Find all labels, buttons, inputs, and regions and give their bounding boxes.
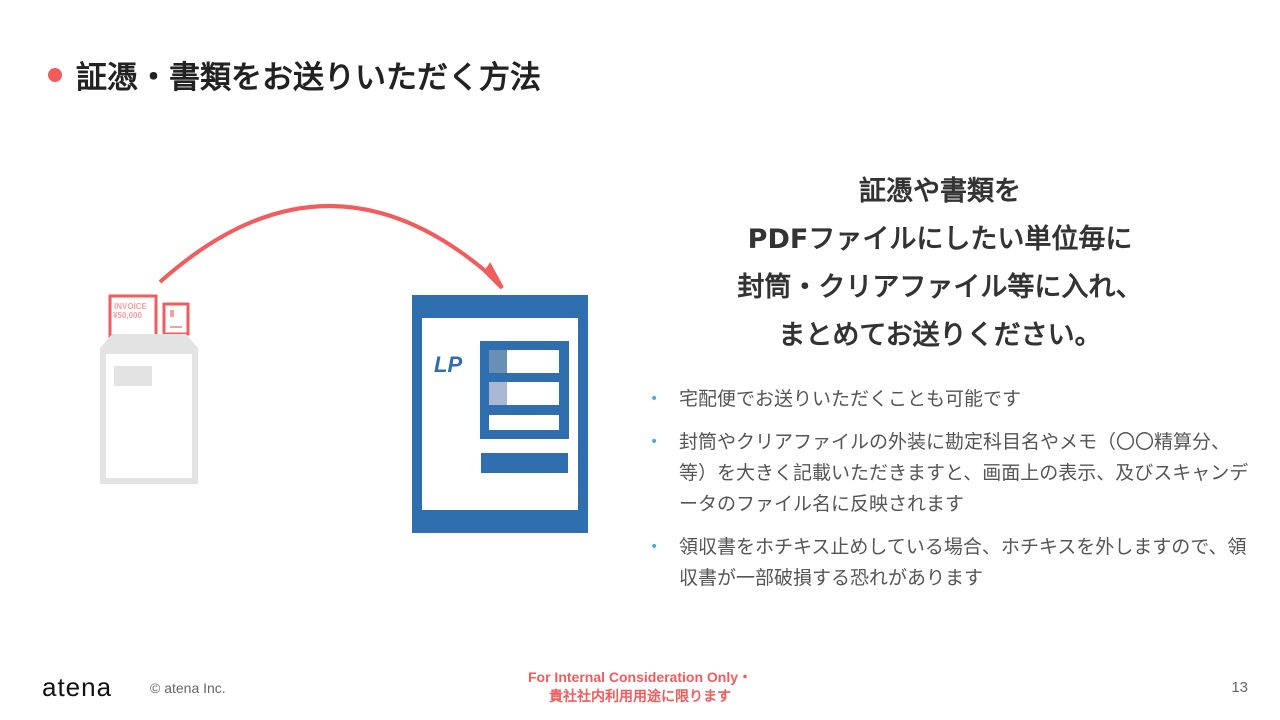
notice-line: For Internal Consideration Only・	[527, 669, 753, 685]
list-item: 宅配便でお送りいただくことも可能です	[650, 384, 1250, 415]
document-icon: LP	[412, 295, 588, 533]
headline-line: 封筒・クリアファイル等に入れ、	[737, 272, 1143, 303]
headline-line: 証憑や書類を	[859, 176, 1021, 207]
list-item: 領収書をホチキス止めしている場合、ホチキスを外しますので、領収書が一部破損する恐…	[650, 532, 1250, 594]
headline: 証憑や書類を PDFファイルにしたい単位毎に 封筒・クリアファイル等に入れ、 ま…	[650, 168, 1230, 360]
envelope-icon: INVOICE ¥50,000	[100, 294, 198, 484]
bullet-dot-icon	[48, 67, 62, 82]
headline-line: まとめてお送りください。	[778, 320, 1102, 351]
invoice-label: INVOICE	[114, 302, 148, 311]
page-number: 13	[1231, 679, 1248, 696]
confidential-notice: For Internal Consideration Only・ 貴社社内利用用…	[460, 668, 820, 706]
atena-logo: atena	[42, 672, 113, 702]
headline-line: PDFファイルにしたい単位毎に	[747, 224, 1133, 255]
invoice-amount: ¥50,000	[113, 311, 142, 320]
page-title: 証憑・書類をお送りいただく方法	[48, 52, 541, 97]
illustration: INVOICE ¥50,000 LP	[100, 204, 588, 533]
lp-logo: LP	[434, 352, 462, 377]
notice-line: 貴社社内利用用途に限ります	[549, 688, 731, 704]
bullet-list: 宅配便でお送りいただくことも可能です 封筒やクリアファイルの外装に勘定科目名やメ…	[650, 384, 1250, 606]
list-item: 封筒やクリアファイルの外装に勘定科目名やメモ（〇〇精算分、等）を大きく記載いただ…	[650, 427, 1250, 520]
page-title-text: 証憑・書類をお送りいただく方法	[76, 60, 541, 96]
copyright: © atena Inc.	[150, 680, 226, 696]
arrow-icon	[158, 204, 504, 290]
